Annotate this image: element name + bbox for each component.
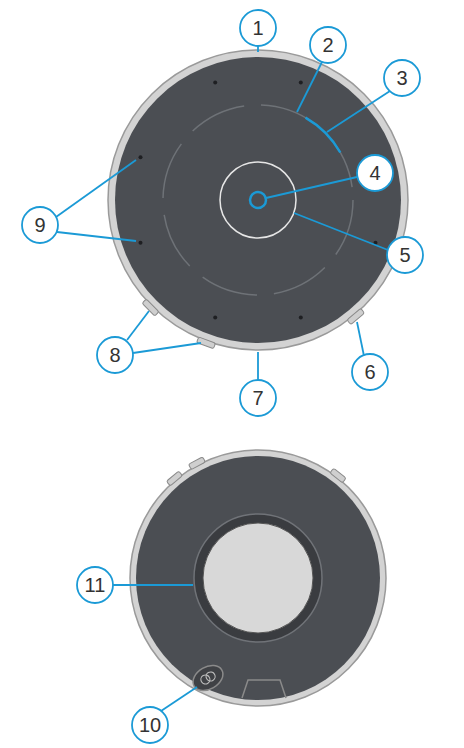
callout-circles [22,10,423,743]
callout-number: 2 [310,27,346,63]
callout-number: 4 [357,155,393,191]
port [242,680,286,698]
microphones [139,81,378,320]
rim [108,50,408,350]
led-arc [306,118,341,153]
callout-number: 9 [22,207,58,243]
callout-number: 3 [384,60,420,96]
side-buttons [166,457,346,486]
leader-lines [56,46,390,711]
callout-number: 10 [132,707,168,743]
pairing-button [189,660,228,695]
callout-number: 5 [387,237,423,273]
callout-number: 8 [97,337,133,373]
bottom-view [130,450,386,706]
center-button [250,192,266,208]
touch-ring [220,162,296,238]
top-view [108,50,408,350]
callout-number: 11 [77,567,113,603]
rim [130,450,386,706]
bottom-surface [136,456,380,700]
top-surface [115,57,401,343]
base-pad [203,523,313,633]
side-buttons [142,299,365,349]
callout-number: 6 [352,354,388,390]
light-ring [163,105,353,295]
callout-number: 7 [240,380,276,416]
base-ring [194,514,322,642]
callout-number: 1 [240,10,276,46]
